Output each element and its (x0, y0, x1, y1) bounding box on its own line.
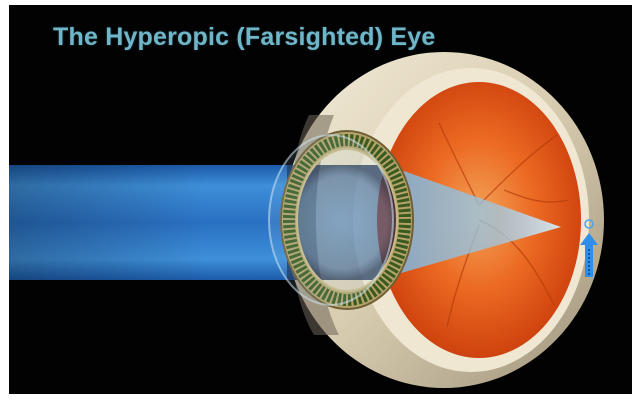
hyperopic-eye-illustration (9, 5, 632, 394)
illustration-frame: The Hyperopic (Farsighted) Eye (9, 5, 632, 394)
cornea (269, 135, 393, 305)
